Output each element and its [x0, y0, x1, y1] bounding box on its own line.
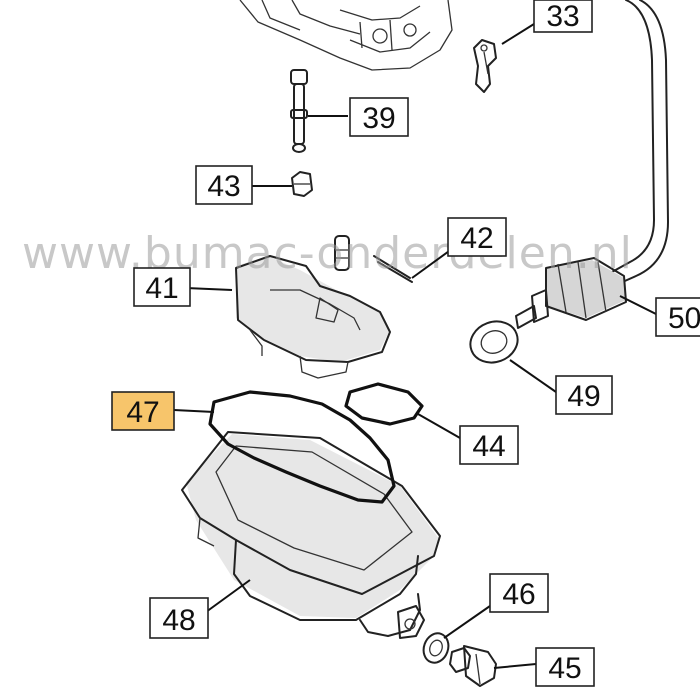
- callout-42: 42: [447, 217, 507, 257]
- callout-50: 50: [655, 297, 700, 337]
- callout-50-label: 50: [668, 302, 700, 335]
- callout-33: 33: [533, 0, 593, 33]
- large-gasket-part: [208, 390, 396, 504]
- drain-screw-part: [449, 645, 497, 687]
- callout-49: 49: [555, 375, 613, 415]
- pin-stem-part: [290, 69, 308, 153]
- float-part: [235, 255, 391, 379]
- float-bowl-part: [181, 431, 441, 639]
- callout-41: 41: [133, 267, 191, 307]
- watermark-text: www.bumac-onderdelen.nl: [22, 228, 633, 279]
- needle-part: [373, 255, 413, 283]
- small-nut-part: [291, 171, 313, 197]
- callout-45: 45: [535, 647, 595, 687]
- washer-part: [469, 320, 519, 364]
- callout-39: 39: [349, 97, 409, 137]
- callout-43-label: 43: [207, 170, 240, 203]
- callout-48: 48: [149, 597, 209, 639]
- fuel-line-part: [611, 0, 669, 285]
- callout-46-label: 46: [502, 578, 535, 611]
- jet-part: [334, 235, 350, 271]
- small-gasket-part: [344, 382, 424, 426]
- callout-39-label: 39: [362, 102, 395, 135]
- leader-lines: [173, 23, 657, 669]
- callout-49-label: 49: [567, 380, 600, 413]
- callout-47-label: 47: [126, 396, 159, 429]
- callout-42-label: 42: [460, 222, 493, 255]
- callout-43: 43: [195, 165, 253, 205]
- drain-washer-part: [422, 632, 450, 664]
- callout-33-label: 33: [546, 0, 579, 33]
- callout-48-label: 48: [162, 604, 195, 637]
- callout-44: 44: [459, 425, 519, 465]
- callout-47: 47: [111, 391, 175, 431]
- callout-46: 46: [489, 573, 549, 613]
- callout-44-label: 44: [472, 430, 505, 463]
- solenoid-valve-part: [515, 257, 627, 329]
- engine-block-part: [239, 0, 453, 71]
- callout-45-label: 45: [548, 652, 581, 685]
- clip-bracket-part: [473, 39, 497, 93]
- callout-41-label: 41: [145, 272, 178, 305]
